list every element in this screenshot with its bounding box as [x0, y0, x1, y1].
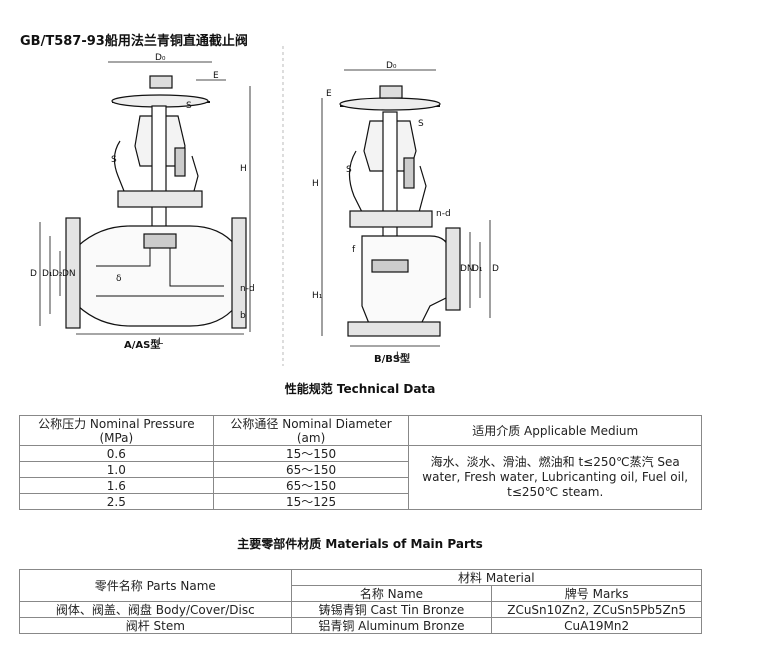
label-nd-left: n-d [240, 284, 255, 294]
diameter-cell: 15～125 [212, 493, 410, 510]
materials-header-row: 零件名称 Parts Name 材料 Material [19, 569, 703, 602]
diameter-cell: 65～150 [212, 461, 410, 478]
materials-heading: 主要零部件材质 Materials of Main Parts [237, 537, 483, 551]
label-h-left: H [240, 164, 247, 174]
label-nd-right: n-d [436, 209, 451, 219]
label-d0-left: D₀ [155, 53, 166, 63]
label-e-left: E [213, 71, 219, 81]
label-d0-right: D₀ [386, 61, 397, 71]
label-s-left: S [186, 101, 192, 111]
label-f-right: f [352, 245, 356, 255]
col-material-marks: 牌号 Marks [491, 585, 702, 602]
label-h-right: H [312, 179, 319, 189]
material-marks-cell: ZCuSn10Zn2, ZCuSn5Pb5Zn5 [491, 601, 702, 618]
table-row: 阀杆 Stem 铝青铜 Aluminum Bronze CuA19Mn2 [19, 617, 702, 634]
col-applicable-medium: 适用介质 Applicable Medium [408, 415, 702, 446]
col-material: 材料 Material [290, 569, 703, 586]
label-dn-left: DN [62, 269, 76, 279]
pressure-cell: 1.6 [19, 477, 214, 494]
label-s-right: S [418, 119, 424, 129]
col-nominal-diameter: 公称通径 Nominal Diameter (am) [212, 415, 410, 446]
table-row: 1.0 65～150 [19, 461, 702, 478]
caption-type-b: B/BS型 [374, 352, 410, 365]
label-s2-left: S [111, 155, 117, 165]
pressure-cell: 2.5 [19, 493, 214, 510]
material-name-cell: 铸锡青铜 Cast Tin Bronze [290, 601, 493, 618]
table-row: 阀体、阀盖、阀盘 Body/Cover/Disc 铸锡青铜 Cast Tin B… [19, 601, 702, 618]
pressure-cell: 1.0 [19, 461, 214, 478]
label-l-left: L [158, 337, 163, 347]
label-s2-right: S [346, 165, 352, 175]
angle-valve-drawing [321, 69, 491, 347]
label-d1-right: D₁ [472, 264, 483, 274]
label-l-right: L [396, 351, 401, 361]
medium-cell: 海水、淡水、滑油、燃油和 t≤250℃蒸汽 Sea water, Fresh w… [408, 445, 702, 510]
col-nominal-pressure: 公称压力 Nominal Pressure (MPa) [19, 415, 214, 446]
col-material-name: 名称 Name [290, 585, 493, 602]
material-name-cell: 铝青铜 Aluminum Bronze [290, 617, 493, 634]
label-delta-left: δ [116, 274, 122, 284]
valve-drawings: D₀ E S S H D D₁ D₂ DN n-d L b δ D₀ E S S… [30, 46, 499, 366]
table-header-row: 公称压力 Nominal Pressure (MPa) 公称通径 Nominal… [19, 415, 702, 446]
label-h1-right: H₁ [312, 291, 323, 301]
page-title: GB/T587-93船用法兰青铜直通截止阀 [20, 34, 248, 49]
straight-valve-drawing [39, 61, 251, 335]
caption-type-a: A/AS型 [124, 338, 160, 351]
materials-table: 零件名称 Parts Name 材料 Material 名称 Name 牌号 M… [19, 569, 703, 634]
label-e-right: E [326, 89, 332, 99]
diameter-cell: 15～150 [212, 445, 410, 462]
label-d-right: D [492, 264, 499, 274]
col-part-name: 零件名称 Parts Name [19, 569, 292, 602]
part-cell: 阀杆 Stem [19, 617, 292, 634]
table-row: 0.6 15～150 海水、淡水、滑油、燃油和 t≤250℃蒸汽 Sea wat… [19, 445, 702, 510]
label-dn-right: DN [460, 264, 474, 274]
label-b-left: b [240, 311, 246, 321]
diameter-cell: 65～150 [212, 477, 410, 494]
technical-data-table: 公称压力 Nominal Pressure (MPa) 公称通径 Nominal… [19, 415, 702, 510]
technical-data-heading: 性能规范 Technical Data [284, 382, 436, 396]
label-d1-left: D₁ [42, 269, 53, 279]
table-row: 2.5 15～125 [19, 493, 702, 510]
part-cell: 阀体、阀盖、阀盘 Body/Cover/Disc [19, 601, 292, 618]
label-d-left: D [30, 269, 37, 279]
pressure-cell: 0.6 [19, 445, 214, 462]
material-marks-cell: CuA19Mn2 [491, 617, 702, 634]
label-d2-left: D₂ [52, 269, 63, 279]
